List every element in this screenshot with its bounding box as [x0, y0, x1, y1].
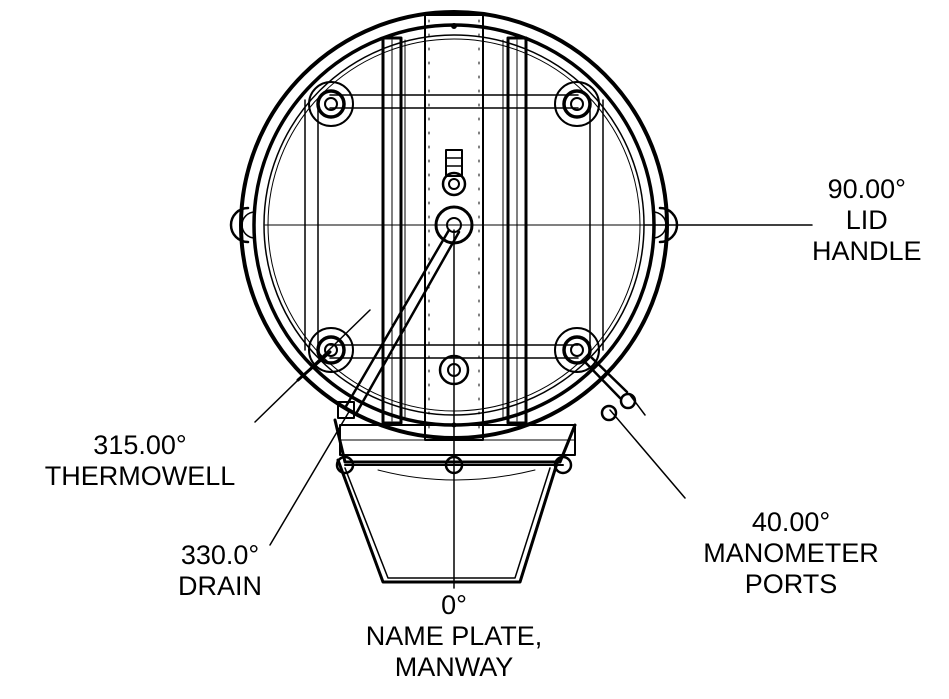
- callout-name-plate-angle: 0°: [441, 590, 467, 620]
- channel-beams: [381, 14, 528, 441]
- callout-drain-line2: DRAIN: [177, 571, 262, 601]
- callout-manometer-ports-line2: MANOMETER: [703, 538, 879, 568]
- lid-frame: [264, 94, 646, 359]
- callout-lid-handle-line2: LID: [845, 205, 888, 235]
- callout-lid-handle-line3: HANDLE: [812, 236, 922, 266]
- leader-lines: [254, 224, 813, 589]
- callout-thermowell-angle: 315.00°: [93, 430, 187, 460]
- funnel-stand: [333, 418, 577, 584]
- drain-pipe: [337, 228, 461, 419]
- callout-name-plate-line3: MANWAY: [394, 652, 514, 682]
- callout-lid-handle-angle: 90.00°: [827, 174, 906, 204]
- callout-name-plate: 0° NAME PLATE, MANWAY: [334, 590, 574, 683]
- callout-drain-angle: 330.0°: [180, 540, 260, 570]
- callout-manometer-ports: 40.00° MANOMETER PORTS: [676, 507, 906, 600]
- callout-drain: 330.0° DRAIN: [160, 540, 280, 602]
- callout-manometer-ports-line3: PORTS: [744, 569, 838, 599]
- callout-thermowell-line2: THERMOWELL: [44, 461, 236, 491]
- callout-lid-handle: 90.00° LID HANDLE: [812, 174, 922, 267]
- callout-thermowell: 315.00° THERMOWELL: [0, 430, 280, 492]
- callout-manometer-ports-angle: 40.00°: [751, 507, 831, 537]
- corner-bolts: [308, 81, 600, 373]
- callout-name-plate-line2: NAME PLATE,: [365, 621, 543, 651]
